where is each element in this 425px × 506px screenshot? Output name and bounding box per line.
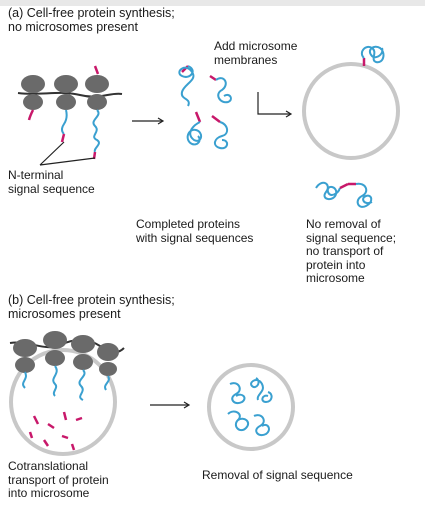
completed-proteins-label: Completed proteins with signal sequences [136, 217, 254, 245]
protein-chain [104, 375, 110, 391]
removal-label: Removal of signal sequence [202, 468, 353, 482]
ribosome [54, 75, 78, 93]
microsome-with-proteins [207, 363, 295, 451]
ribosome [21, 75, 45, 93]
signal-sequence [93, 65, 100, 75]
signal-pointer-lines [39, 141, 96, 166]
ribosome [56, 94, 76, 110]
ribosome [23, 94, 43, 110]
panel-a-polysome [17, 65, 123, 160]
protein-chain [61, 109, 68, 135]
top-band [0, 0, 425, 6]
ribosome [87, 94, 107, 110]
signal-sequence [60, 133, 66, 143]
ribosome [71, 335, 95, 353]
protein-chain [78, 369, 86, 401]
mrna-strand [17, 91, 123, 98]
microsome-with-polysome [9, 348, 117, 456]
panel-b-polysome [9, 331, 125, 401]
ribosome [43, 331, 67, 349]
add-microsome-label: Add microsome membranes [214, 39, 298, 67]
signal-sequence-label: N-terminal signal sequence [8, 168, 95, 196]
ribosome [99, 362, 117, 376]
ribosome [45, 350, 65, 366]
ribosome [15, 357, 35, 373]
ribosome [13, 339, 37, 357]
proteins-inside-microsome [227, 377, 273, 436]
no-removal-label: No removal of signal sequence; no transp… [306, 217, 397, 285]
microsome-empty [302, 62, 400, 160]
ribosome [73, 354, 93, 370]
cotranslational-label: Cotranslational transport of protein int… [8, 459, 109, 500]
protein-chain [22, 371, 27, 389]
panel-a-title: (a) Cell-free protein synthesis; no micr… [8, 6, 175, 34]
cleaved-signal-sequences [28, 411, 83, 451]
protein-chain [92, 109, 100, 153]
ribosome [97, 343, 119, 361]
arrow-a1 [132, 117, 165, 125]
proteins-outside-microsome [315, 45, 385, 208]
arrow-a2 [257, 92, 293, 118]
signal-sequence [27, 109, 35, 121]
panel-b-title: (b) Cell-free protein synthesis; microso… [8, 293, 175, 321]
completed-proteins [178, 65, 232, 150]
arrow-b1 [150, 401, 191, 409]
protein-chain [52, 365, 58, 397]
ribosome [85, 75, 109, 93]
